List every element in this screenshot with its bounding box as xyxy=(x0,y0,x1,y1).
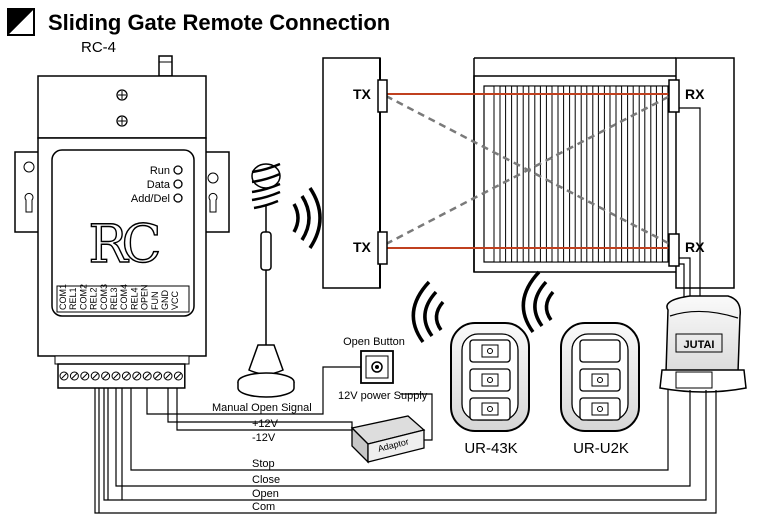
led-run: Run xyxy=(150,165,183,177)
tx-sensor-bottom: TX xyxy=(353,231,388,265)
gate-bar xyxy=(539,85,547,263)
remote-ur43k xyxy=(450,322,530,432)
radio-waves-icon xyxy=(292,187,322,249)
svg-text:RX: RX xyxy=(685,86,705,102)
remote-button xyxy=(469,397,511,421)
terminal-label-rel2: REL2 xyxy=(89,287,99,310)
page-title: Sliding Gate Remote Connection xyxy=(48,10,390,35)
label-stop: Stop xyxy=(252,458,275,470)
tx-sensor-top: TX xyxy=(353,79,388,113)
gate-bar xyxy=(493,85,501,263)
terminal-label-rel1: REL1 xyxy=(68,287,78,310)
gate-bar xyxy=(528,85,536,263)
gate-bar xyxy=(609,85,617,263)
terminal-label-com2: COM2 xyxy=(78,284,88,310)
terminal-label-fun: FUN xyxy=(150,292,160,311)
label-com: Com xyxy=(252,501,275,513)
remote-button xyxy=(469,339,511,363)
screw-terminal-block xyxy=(57,363,186,389)
radio-waves-icon xyxy=(411,280,445,344)
label-close: Close xyxy=(252,474,280,486)
remote-ur43k-label: UR-43K xyxy=(464,440,517,457)
terminal-label-com3: COM3 xyxy=(99,284,109,310)
gate-bar xyxy=(563,85,571,263)
terminal-label-com4: COM4 xyxy=(119,284,129,310)
gate-bar xyxy=(516,85,524,263)
gate-bar xyxy=(574,85,582,263)
right-post xyxy=(675,57,735,289)
svg-text:Data: Data xyxy=(147,179,171,191)
terminal-label-rel4: REL4 xyxy=(129,287,139,310)
screw-icon xyxy=(116,89,128,101)
terminal-label-rel3: REL3 xyxy=(109,287,119,310)
rx-sensor-top: RX xyxy=(668,79,705,113)
terminal-label-com1: COM1 xyxy=(58,284,68,310)
sliding-gate xyxy=(473,75,679,273)
svg-text:RX: RX xyxy=(685,239,705,255)
remote-uru2k-label: UR-U2K xyxy=(573,440,629,457)
label-manual-open: Manual Open Signal xyxy=(212,402,312,414)
receiver-brand: JUTAI xyxy=(684,339,715,351)
title-icon xyxy=(7,8,35,36)
left-post xyxy=(322,57,381,289)
gate-bar xyxy=(586,85,594,263)
open-button xyxy=(360,350,394,384)
radio-waves-icon xyxy=(521,270,555,334)
open-button-label: Open Button xyxy=(343,336,405,348)
controller-rc4 xyxy=(14,55,230,365)
gate-receiver: JUTAI xyxy=(659,295,747,393)
svg-text:Add/Del: Add/Del xyxy=(131,193,170,205)
svg-text:TX: TX xyxy=(353,239,372,255)
controller-model-label: RC-4 xyxy=(81,39,116,56)
remote-button xyxy=(579,368,621,392)
label-plus-12v: +12V xyxy=(252,418,279,430)
gate-bar xyxy=(505,85,513,263)
antenna xyxy=(237,162,295,398)
remote-uru2k xyxy=(560,322,640,432)
terminal-label-gnd: GND xyxy=(160,290,170,311)
wiring xyxy=(94,366,717,514)
gate-bar xyxy=(655,85,663,263)
gate-bar xyxy=(597,85,605,263)
gate-bar xyxy=(551,85,559,263)
screw-icon xyxy=(116,115,128,127)
gate-bar xyxy=(644,85,652,263)
svg-text:Run: Run xyxy=(150,165,170,177)
remote-button xyxy=(579,397,621,421)
wire-labels: Manual Open Signal +12V -12V Stop Close … xyxy=(212,402,312,513)
remote-button xyxy=(469,368,511,392)
power-adaptor: Adaptor xyxy=(350,393,433,464)
label-minus-12v: -12V xyxy=(252,432,276,444)
gate-bar xyxy=(621,85,629,263)
photocell-beams xyxy=(385,93,671,249)
power-supply-label: 12V power Supply xyxy=(338,390,428,402)
svg-text:TX: TX xyxy=(353,86,372,102)
label-open: Open xyxy=(252,488,279,500)
led-add-del: Add/Del xyxy=(131,193,183,205)
led-data: Data xyxy=(147,179,183,191)
rc-logo: RC xyxy=(89,215,159,275)
terminal-label-open: OPEN xyxy=(140,284,150,310)
terminal-label-vcc: VCC xyxy=(170,290,180,310)
gate-bar xyxy=(632,85,640,263)
